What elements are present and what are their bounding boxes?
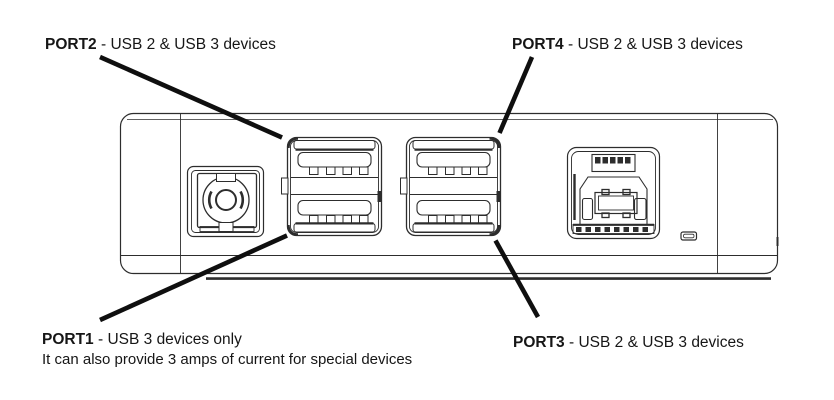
port3-name: PORT3 [513,334,565,351]
port1-name: PORT1 [42,331,94,348]
label-port3: PORT3 - USB 2 & USB 3 devices [513,333,744,353]
port2-name: PORT2 [45,36,97,53]
port1-note: It can also provide 3 amps of current fo… [42,351,413,368]
power-jack-icon [186,165,265,238]
leader-line-port2 [99,54,283,140]
label-port1: PORT1 - USB 3 devices only It can also p… [42,330,412,370]
port2-desc: - USB 2 & USB 3 devices [96,36,276,53]
label-port2: PORT2 - USB 2 & USB 3 devices [45,35,276,55]
port3-desc: - USB 2 & USB 3 devices [564,334,744,351]
leader-line-port4 [497,56,535,134]
port4-desc: - USB 2 & USB 3 devices [563,36,743,53]
led-indicator-icon [680,231,698,241]
device-body [119,112,779,280]
port4-name: PORT4 [512,36,564,53]
usb-a-stack-left-icon [280,136,384,237]
leader-line-port3 [493,239,541,319]
port1-line: PORT1 - USB 3 devices only [42,330,412,350]
usb-b-upstream-port-icon [566,146,661,240]
usb-a-stack-right-icon [399,136,503,237]
leader-line-port1 [99,233,288,323]
label-port4: PORT4 - USB 2 & USB 3 devices [512,35,743,55]
leader-lines [99,54,541,323]
port1-desc: - USB 3 devices only [93,331,242,348]
